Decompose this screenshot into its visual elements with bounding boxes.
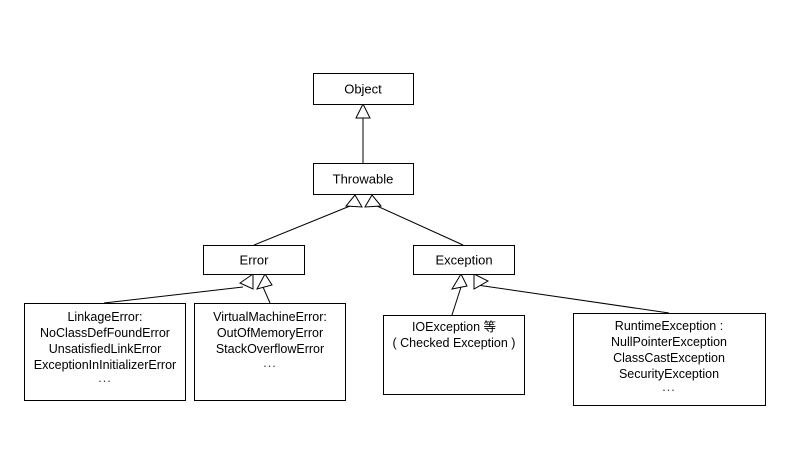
node-runtime-exception-line-2: NullPointerException	[611, 335, 727, 349]
edge-runtimeexception-exception	[476, 284, 670, 314]
node-throwable-label: Throwable	[333, 171, 394, 186]
node-io-exception-line-2: ( Checked Exception )	[393, 336, 516, 350]
node-error-box[interactable]	[203, 245, 305, 275]
generalization-arrow-error-from-vmerror	[256, 273, 273, 290]
generalization-arrow-throwable-from-error	[344, 194, 363, 208]
generalization-arrow-exception-from-ioexception	[450, 272, 468, 290]
node-runtime-exception-box[interactable]	[573, 313, 766, 406]
node-runtime-exception-line-3: ClassCastException	[613, 351, 725, 365]
connector-layer	[103, 116, 670, 316]
node-linkage-error[interactable]: LinkageError: NoClassDefFoundError Unsat…	[24, 303, 186, 401]
node-exception-label: Exception	[435, 252, 492, 267]
node-runtime-exception-line-4: SecurityException	[619, 367, 719, 381]
edge-linkageerror-error	[103, 286, 244, 304]
node-virtual-machine-error-ellipsis: ...	[263, 356, 276, 370]
node-object[interactable]: Object	[313, 73, 414, 105]
generalization-arrow-throwable-from-exception	[364, 194, 383, 208]
node-runtime-exception-ellipsis: ...	[662, 380, 675, 394]
node-io-exception[interactable]: IOException 等 ( Checked Exception )	[383, 315, 525, 395]
node-io-exception-box[interactable]	[383, 315, 525, 395]
node-runtime-exception-line-1: RuntimeException :	[615, 319, 723, 333]
node-exception[interactable]: Exception	[413, 245, 515, 275]
node-runtime-exception[interactable]: RuntimeException : NullPointerException …	[573, 313, 766, 406]
generalization-arrow-object	[355, 102, 371, 119]
edge-ioexception-exception	[451, 286, 462, 316]
node-exception-box[interactable]	[413, 245, 515, 275]
node-error-label: Error	[240, 252, 270, 267]
node-io-exception-line-1: IOException 等	[412, 319, 496, 334]
edge-error-throwable	[253, 205, 351, 246]
edge-exception-throwable	[376, 205, 464, 246]
node-virtual-machine-error-line-1: VirtualMachineError:	[213, 310, 327, 324]
node-linkage-error-line-4: ExceptionInInitializerError	[34, 358, 176, 372]
node-throwable[interactable]: Throwable	[313, 163, 414, 195]
node-error[interactable]: Error	[203, 245, 305, 275]
edge-virtualmachineerror-error	[262, 286, 271, 304]
node-object-box[interactable]	[313, 73, 414, 105]
node-throwable-box[interactable]	[313, 163, 414, 195]
node-linkage-error-line-1: LinkageError:	[67, 310, 142, 324]
node-virtual-machine-error-line-3: StackOverflowError	[216, 342, 324, 356]
node-object-label: Object	[344, 81, 382, 96]
node-linkage-error-line-2: NoClassDefFoundError	[40, 326, 170, 340]
node-virtual-machine-error-box[interactable]	[194, 303, 346, 401]
generalization-arrow-exception-from-runtimeexception	[473, 273, 490, 290]
node-virtual-machine-error[interactable]: VirtualMachineError: OutOfMemoryError St…	[194, 303, 346, 401]
node-linkage-error-line-3: UnsatisfiedLinkError	[49, 342, 162, 356]
generalization-arrow-error-from-linkageerror	[238, 273, 254, 290]
node-virtual-machine-error-line-2: OutOfMemoryError	[217, 326, 323, 340]
node-linkage-error-box[interactable]	[24, 303, 186, 401]
arrowhead-layer	[238, 102, 490, 290]
node-linkage-error-ellipsis: ...	[98, 371, 111, 385]
